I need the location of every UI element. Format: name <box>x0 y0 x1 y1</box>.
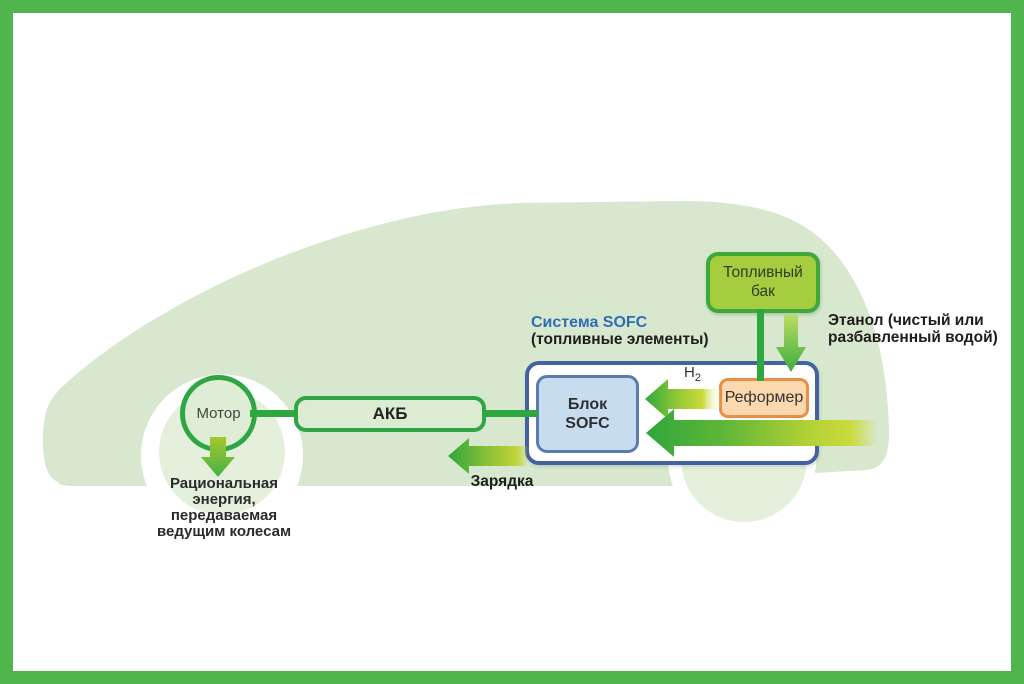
rational-energy-line1: Рациональная <box>169 475 279 492</box>
sofc-system-title: Система SOFC <box>531 314 648 331</box>
hydrogen-subscript: 2 <box>694 372 701 384</box>
exhaust-feed-arrow <box>646 409 877 457</box>
motor-label: Мотор <box>196 405 241 422</box>
rational-energy-line3: передаваемая <box>170 507 278 524</box>
charging-label: Зарядка <box>470 473 534 490</box>
tank-to-reformer-line <box>757 309 764 381</box>
motor-to-battery-line <box>250 410 298 417</box>
hydrogen-label: H2 <box>684 364 701 384</box>
sofc-block-label-line1: Блок <box>567 395 608 413</box>
rational-energy-line4: ведущим колесам <box>156 523 292 540</box>
charging-arrow <box>448 438 527 474</box>
ethanol-label: Этанол (чистый или разбавленный водой) <box>828 312 998 346</box>
fuel-tank-label-line1: Топливный <box>723 263 803 281</box>
reformer-box: Реформер <box>719 378 809 418</box>
motor-energy-arrow <box>201 437 235 477</box>
rational-energy-line2: энергия, <box>192 491 256 508</box>
sofc-system-subtitle: (топливные элементы) <box>531 331 709 348</box>
ethanol-down-arrow <box>776 315 806 372</box>
ethanol-label-line2: разбавленный водой) <box>828 329 998 346</box>
sofc-block-box: Блок SOFC <box>536 375 639 453</box>
ethanol-label-line1: Этанол (чистый или <box>828 312 984 329</box>
battery-to-sofc-line <box>484 410 538 417</box>
reformer-label: Реформер <box>724 389 804 406</box>
sofc-system-label: Система SOFC (топливные элементы) <box>531 314 708 348</box>
hydrogen-arrow <box>645 379 720 419</box>
sofc-block-label-line2: SOFC <box>565 415 610 432</box>
battery-label: АКБ <box>372 404 408 423</box>
hydrogen-symbol: H <box>684 364 695 381</box>
battery-box: АКБ <box>294 396 486 432</box>
fuel-tank-label-line2: бак <box>751 282 775 300</box>
rational-energy-label: Рациональная энергия, передаваемая ведущ… <box>140 476 308 540</box>
